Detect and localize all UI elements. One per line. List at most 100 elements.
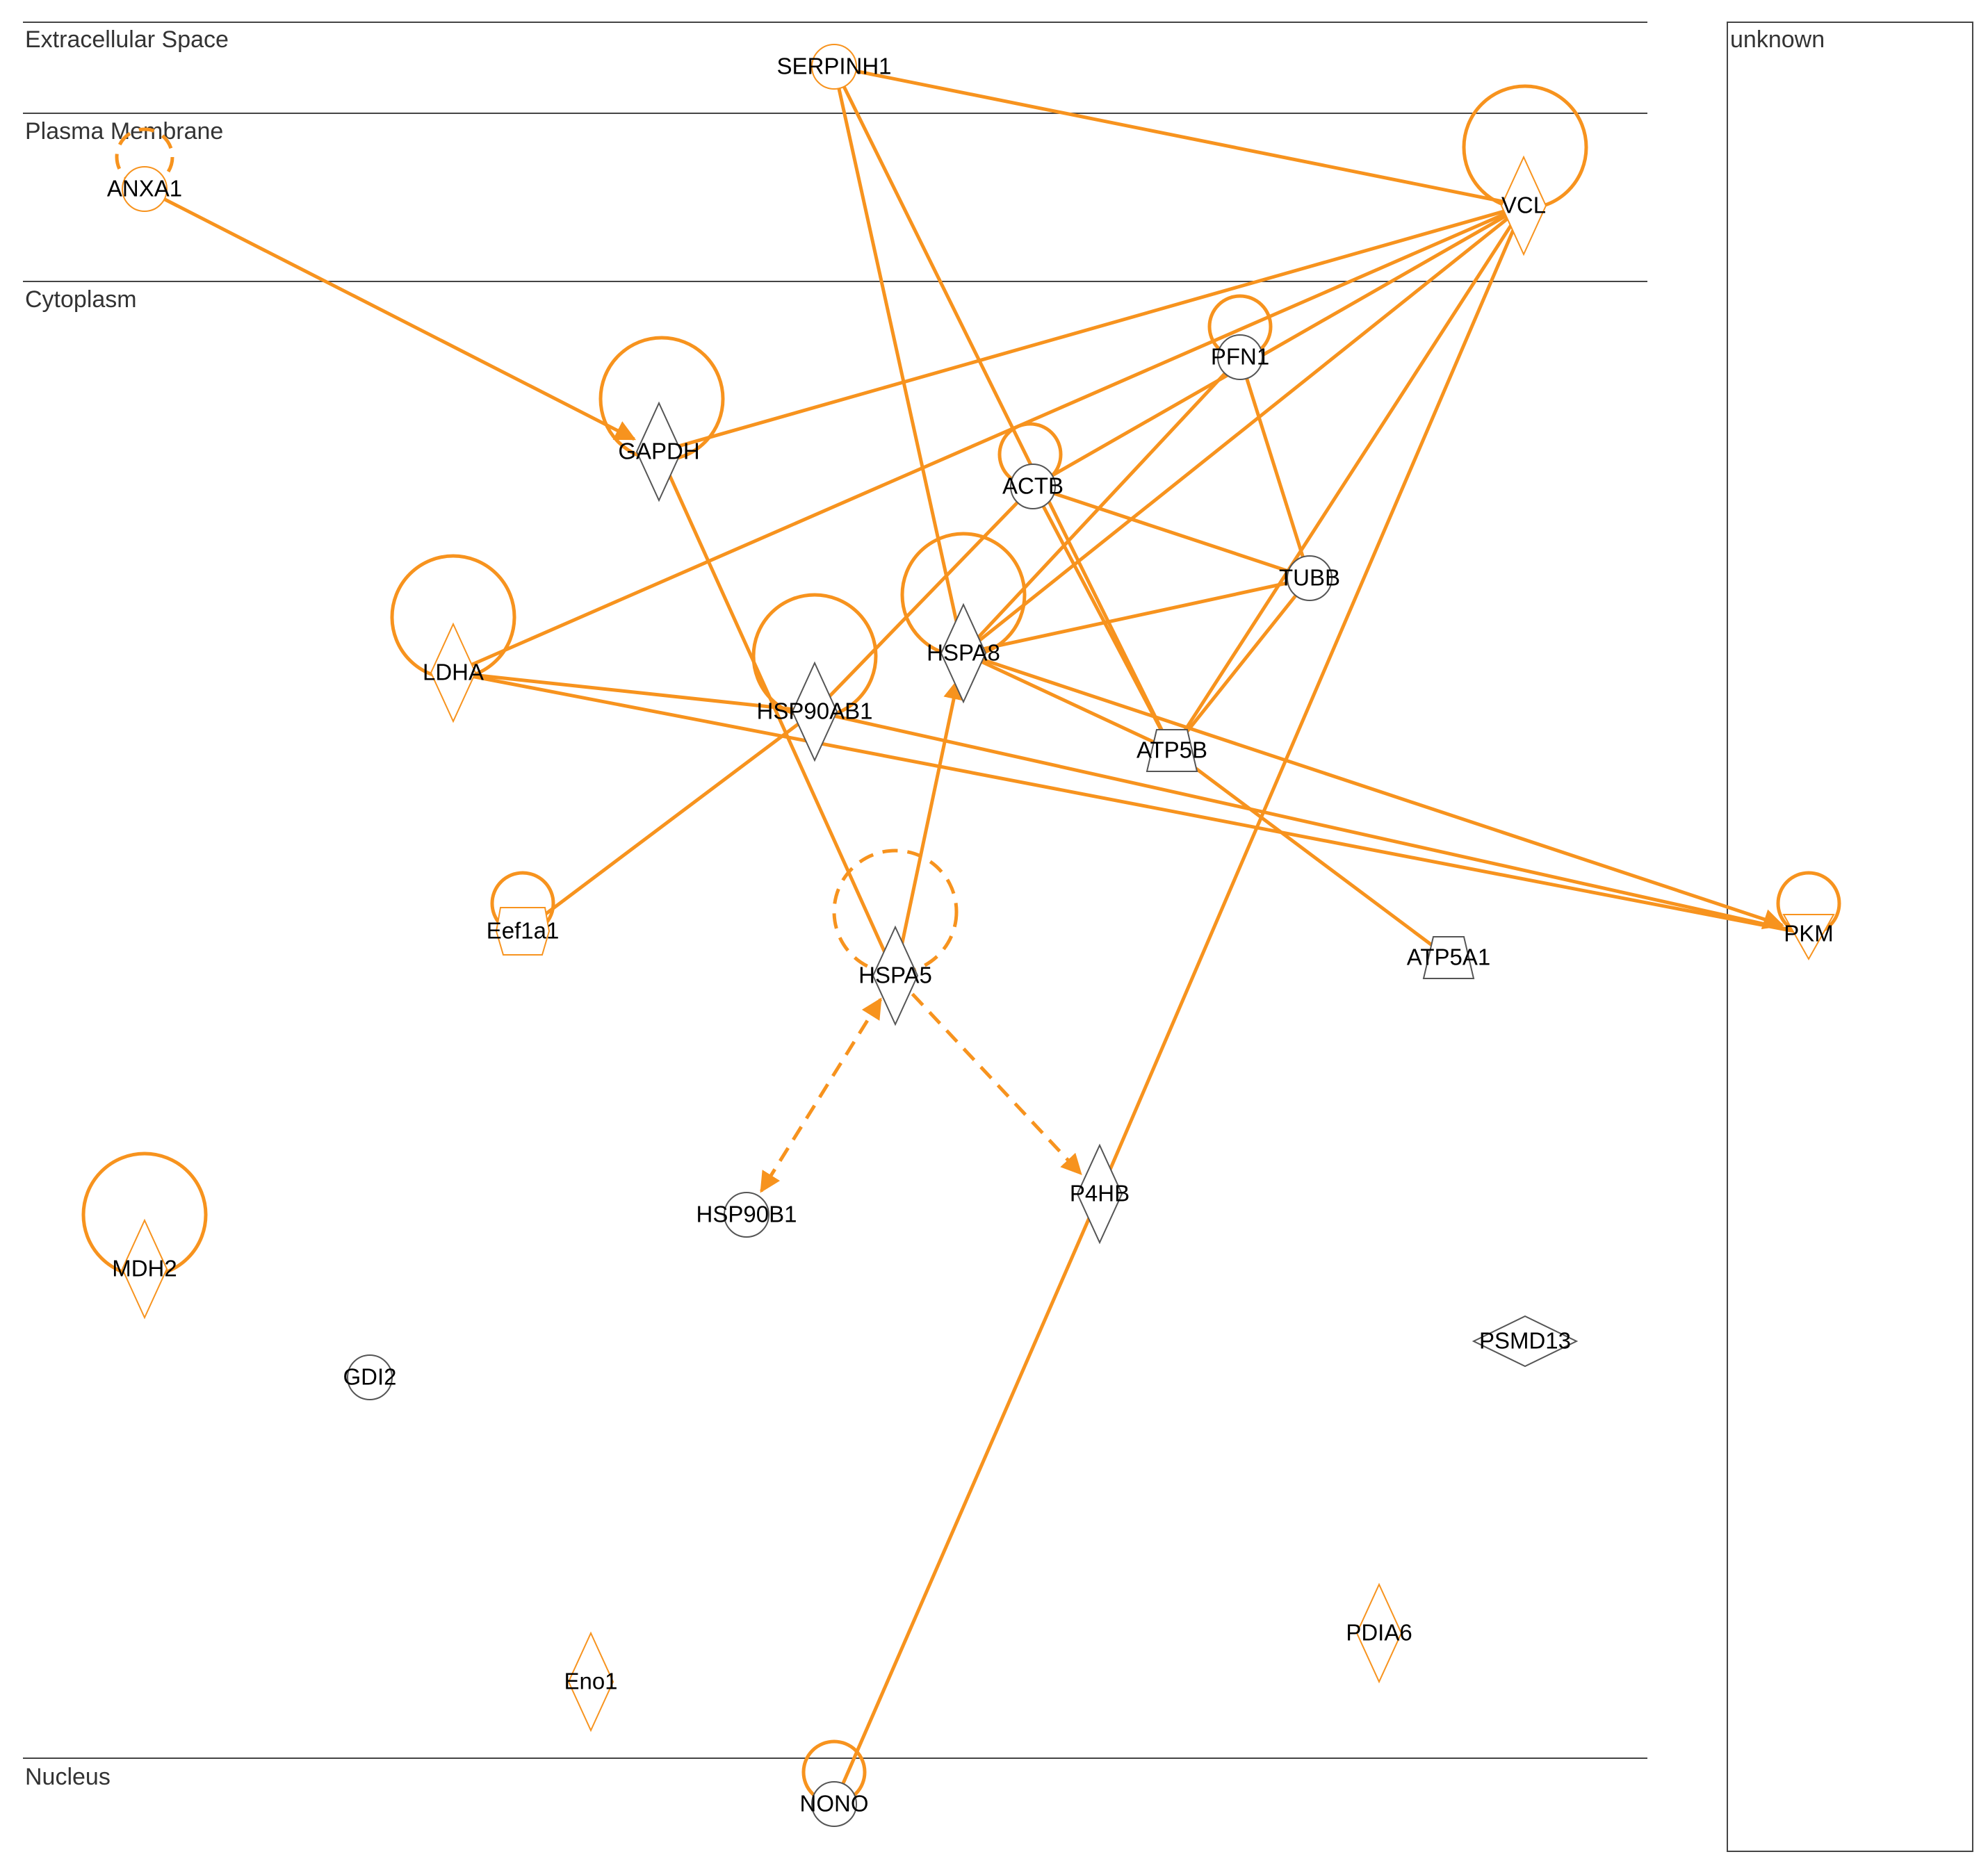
hspa8-shape — [940, 603, 987, 704]
serpinh1-shape — [811, 44, 857, 90]
hspa5-shape — [872, 925, 919, 1026]
node-actb[interactable]: ACTB — [997, 422, 1064, 509]
edge-pfn1-tubb — [1238, 357, 1312, 579]
atp5b-label: ATP5B — [1136, 737, 1207, 763]
atp5a1-label: ATP5A1 — [1407, 944, 1490, 970]
node-gapdh[interactable]: GAPDH — [598, 336, 725, 502]
gapdh-shape — [635, 401, 683, 502]
edge-hsp90ab1-eef1a1 — [521, 710, 816, 933]
pkm-label: PKM — [1784, 921, 1834, 947]
vcl-label: VCL — [1501, 192, 1546, 218]
edge-hspa8-pkm — [963, 651, 1784, 930]
gdi2-label: GDI2 — [343, 1364, 396, 1390]
eno1-label: Eno1 — [564, 1669, 617, 1694]
nono-shape — [811, 1781, 857, 1827]
layer-label-extracellular: Extracellular Space — [25, 26, 229, 53]
node-gdi2[interactable]: GDI2 — [343, 1354, 397, 1400]
edge-vcl-actb — [1032, 204, 1525, 489]
node-hsp90b1[interactable]: HSP90B1 — [696, 1192, 797, 1238]
edge-actb-hsp90ab1 — [813, 485, 1034, 713]
edge-serpinh1-atp5b — [832, 65, 1174, 752]
tubb-label: TUBB — [1279, 565, 1340, 591]
actb-shape — [1010, 464, 1056, 509]
ldha-shape — [430, 622, 477, 723]
edge-tubb-hspa8 — [963, 576, 1310, 655]
edge-hspa8-atp5b — [962, 651, 1173, 753]
edge-hspa5-p4hb — [894, 974, 1082, 1175]
node-serpinh1[interactable]: SERPINH1 — [776, 44, 892, 90]
node-eef1a1[interactable]: Eef1a1 — [487, 871, 560, 956]
node-pkm[interactable]: PKM — [1776, 871, 1841, 961]
edge-pfn1-hspa8 — [962, 356, 1241, 655]
edge-anxa1-gapdh — [143, 187, 637, 441]
node-psmd13[interactable]: PSMD13 — [1472, 1315, 1579, 1368]
hsp90ab1-label: HSP90AB1 — [757, 698, 873, 724]
edge-gapdh-hspa5 — [657, 450, 897, 977]
ldha-label: LDHA — [423, 659, 484, 685]
hspa5-label: HSPA5 — [858, 962, 932, 988]
node-tubb[interactable]: TUBB — [1279, 555, 1340, 601]
node-eno1[interactable]: Eno1 — [564, 1631, 618, 1732]
edges-layer — [143, 65, 1809, 1805]
edge-actb-tubb — [1032, 484, 1310, 580]
nono-label: NONO — [800, 1791, 869, 1817]
p4hb-label: P4HB — [1070, 1181, 1130, 1206]
gdi2-shape — [347, 1354, 393, 1400]
node-anxa1[interactable]: ANXA1 — [107, 127, 182, 212]
edge-vcl-hspa8 — [962, 204, 1525, 655]
edge-hspa5-hsp90b1 — [760, 997, 882, 1193]
pdia6-shape — [1355, 1582, 1403, 1684]
node-atp5b[interactable]: ATP5B — [1136, 729, 1207, 772]
serpinh1-label: SERPINH1 — [776, 54, 891, 79]
hspa8-label: HSPA8 — [927, 640, 1000, 666]
vcl-shape — [1500, 155, 1547, 256]
layer-label-unknown: unknown — [1730, 26, 1825, 53]
pkm-shape — [1782, 914, 1835, 961]
edge-atp5b-atp5a1 — [1171, 748, 1450, 960]
node-vcl[interactable]: VCL — [1462, 84, 1588, 256]
edge-tubb-atp5b — [1171, 577, 1311, 752]
edge-vcl-gapdh — [658, 204, 1524, 454]
gapdh-label: GAPDH — [618, 439, 699, 464]
edge-ldha-hsp90ab1 — [453, 671, 815, 714]
node-mdh2[interactable]: MDH2 — [81, 1152, 208, 1320]
edge-vcl-p4hb — [1098, 205, 1526, 1195]
hsp90b1-label: HSP90B1 — [696, 1202, 797, 1227]
anxa1-self-loop — [115, 127, 174, 187]
hspa5-self-loop — [832, 849, 959, 975]
mdh2-shape — [121, 1218, 168, 1320]
edge-hsp90ab1-pkm — [814, 710, 1809, 936]
edge-nono-p4hb — [832, 1193, 1102, 1805]
p4hb-shape — [1076, 1143, 1123, 1245]
node-hspa5[interactable]: HSPA5 — [832, 849, 959, 1026]
node-atp5a1[interactable]: ATP5A1 — [1407, 936, 1490, 979]
hsp90b1-shape — [724, 1192, 769, 1238]
atp5a1-shape — [1422, 936, 1475, 979]
pfn1-label: PFN1 — [1211, 344, 1269, 370]
edge-ldha-pkm — [453, 671, 1809, 936]
node-hsp90ab1[interactable]: HSP90AB1 — [751, 593, 878, 762]
anxa1-shape — [122, 166, 168, 212]
pfn1-shape — [1217, 334, 1263, 380]
eno1-shape — [567, 1631, 614, 1732]
anxa1-label: ANXA1 — [107, 176, 182, 202]
edge-serpinh1-vcl — [833, 65, 1524, 208]
layer-label-cytoplasm: Cytoplasm — [25, 286, 137, 313]
node-pdia6[interactable]: PDIA6 — [1346, 1582, 1412, 1684]
mdh2-label: MDH2 — [112, 1256, 177, 1281]
node-ldha[interactable]: LDHA — [390, 554, 516, 723]
layer-label-nucleus: Nucleus — [25, 1764, 111, 1790]
actb-label: ACTB — [1002, 473, 1064, 499]
unknown-compartment — [1727, 22, 1973, 1852]
edge-vcl-ldha — [453, 204, 1524, 675]
node-p4hb[interactable]: P4HB — [1070, 1143, 1130, 1245]
node-hspa8[interactable]: HSPA8 — [900, 532, 1027, 704]
node-nono[interactable]: NONO — [800, 1739, 869, 1827]
eef1a1-shape — [495, 907, 551, 956]
edge-serpinh1-hspa8 — [832, 66, 966, 654]
edge-hspa5-hspa8 — [893, 678, 964, 976]
node-pfn1[interactable]: PFN1 — [1207, 294, 1273, 380]
edge-vcl-atp5b — [1170, 204, 1526, 752]
